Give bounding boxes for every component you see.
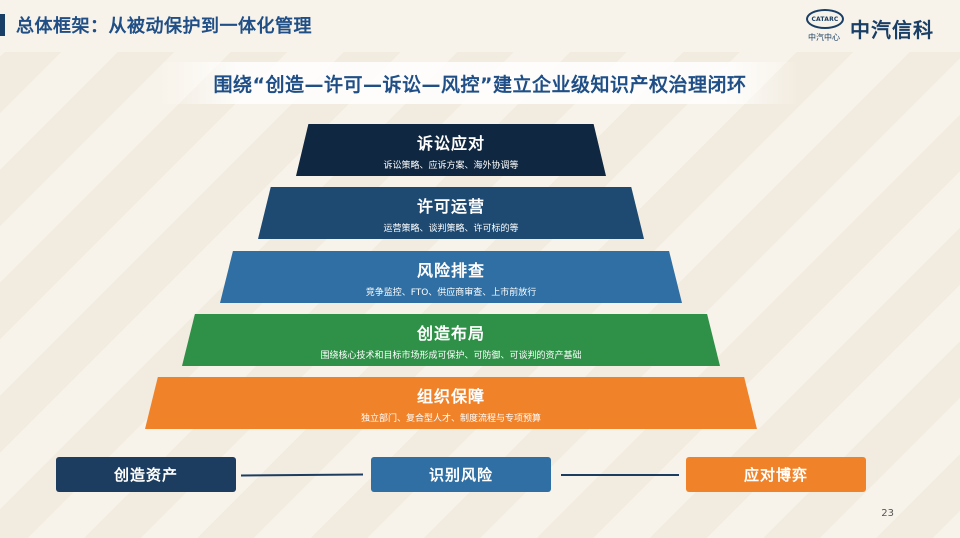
pyramid-tier-licensing: 许可运营 运营策略、谈判策略、许可标的等: [258, 187, 644, 239]
flow-step-respond: 应对博弈: [686, 457, 866, 492]
header-bar: [0, 0, 960, 52]
logo-brand-name: 中汽信科: [850, 18, 934, 42]
subtitle-banner: 围绕“创造—许可—诉讼—风控”建立企业级知识产权治理闭环: [160, 62, 800, 104]
flow-connector: [240, 473, 364, 477]
tier-description: 竞争监控、FTO、供应商审查、上市前放行: [365, 287, 537, 298]
tier-title: 诉讼应对: [416, 133, 485, 153]
brand-logo: CATARC 中汽中心 中汽信科: [806, 8, 946, 44]
pyramid-tier-litigation: 诉讼应对 诉讼策略、应诉方案、海外协调等: [296, 124, 606, 176]
pyramid-tier-risk-screening: 风险排查 竞争监控、FTO、供应商审查、上市前放行: [220, 251, 682, 303]
tier-description: 运营策略、谈判策略、许可标的等: [383, 223, 519, 234]
flow-connector: [561, 474, 679, 476]
logo-emblem-icon: CATARC: [806, 9, 844, 29]
tier-title: 创造布局: [416, 323, 485, 343]
subtitle-banner-text: 围绕“创造—许可—诉讼—风控”建立企业级知识产权治理闭环: [213, 73, 747, 96]
tier-description: 独立部门、复合型人才、制度流程与专项预算: [360, 413, 541, 424]
pyramid-tier-creation: 创造布局 围绕核心技术和目标市场形成可保护、可防御、可谈判的资产基础: [182, 314, 720, 366]
tier-title: 风险排查: [416, 260, 485, 280]
tier-description: 围绕核心技术和目标市场形成可保护、可防御、可谈判的资产基础: [320, 350, 582, 361]
pyramid-tier-organization: 组织保障 独立部门、复合型人才、制度流程与专项预算: [145, 377, 757, 429]
page-title: 总体框架：从被动保护到一体化管理: [16, 16, 312, 37]
logo-emblem-text: CATARC: [811, 15, 839, 23]
tier-title: 组织保障: [416, 386, 485, 406]
title-accent-bar: [0, 14, 5, 36]
tier-description: 诉讼策略、应诉方案、海外协调等: [383, 160, 519, 171]
flow-step-identify-risk: 识别风险: [371, 457, 551, 492]
flow-step-create-assets: 创造资产: [56, 457, 236, 492]
tier-title: 许可运营: [416, 196, 485, 216]
logo-subtext: 中汽中心: [808, 33, 840, 42]
page-number: 23: [881, 508, 894, 519]
